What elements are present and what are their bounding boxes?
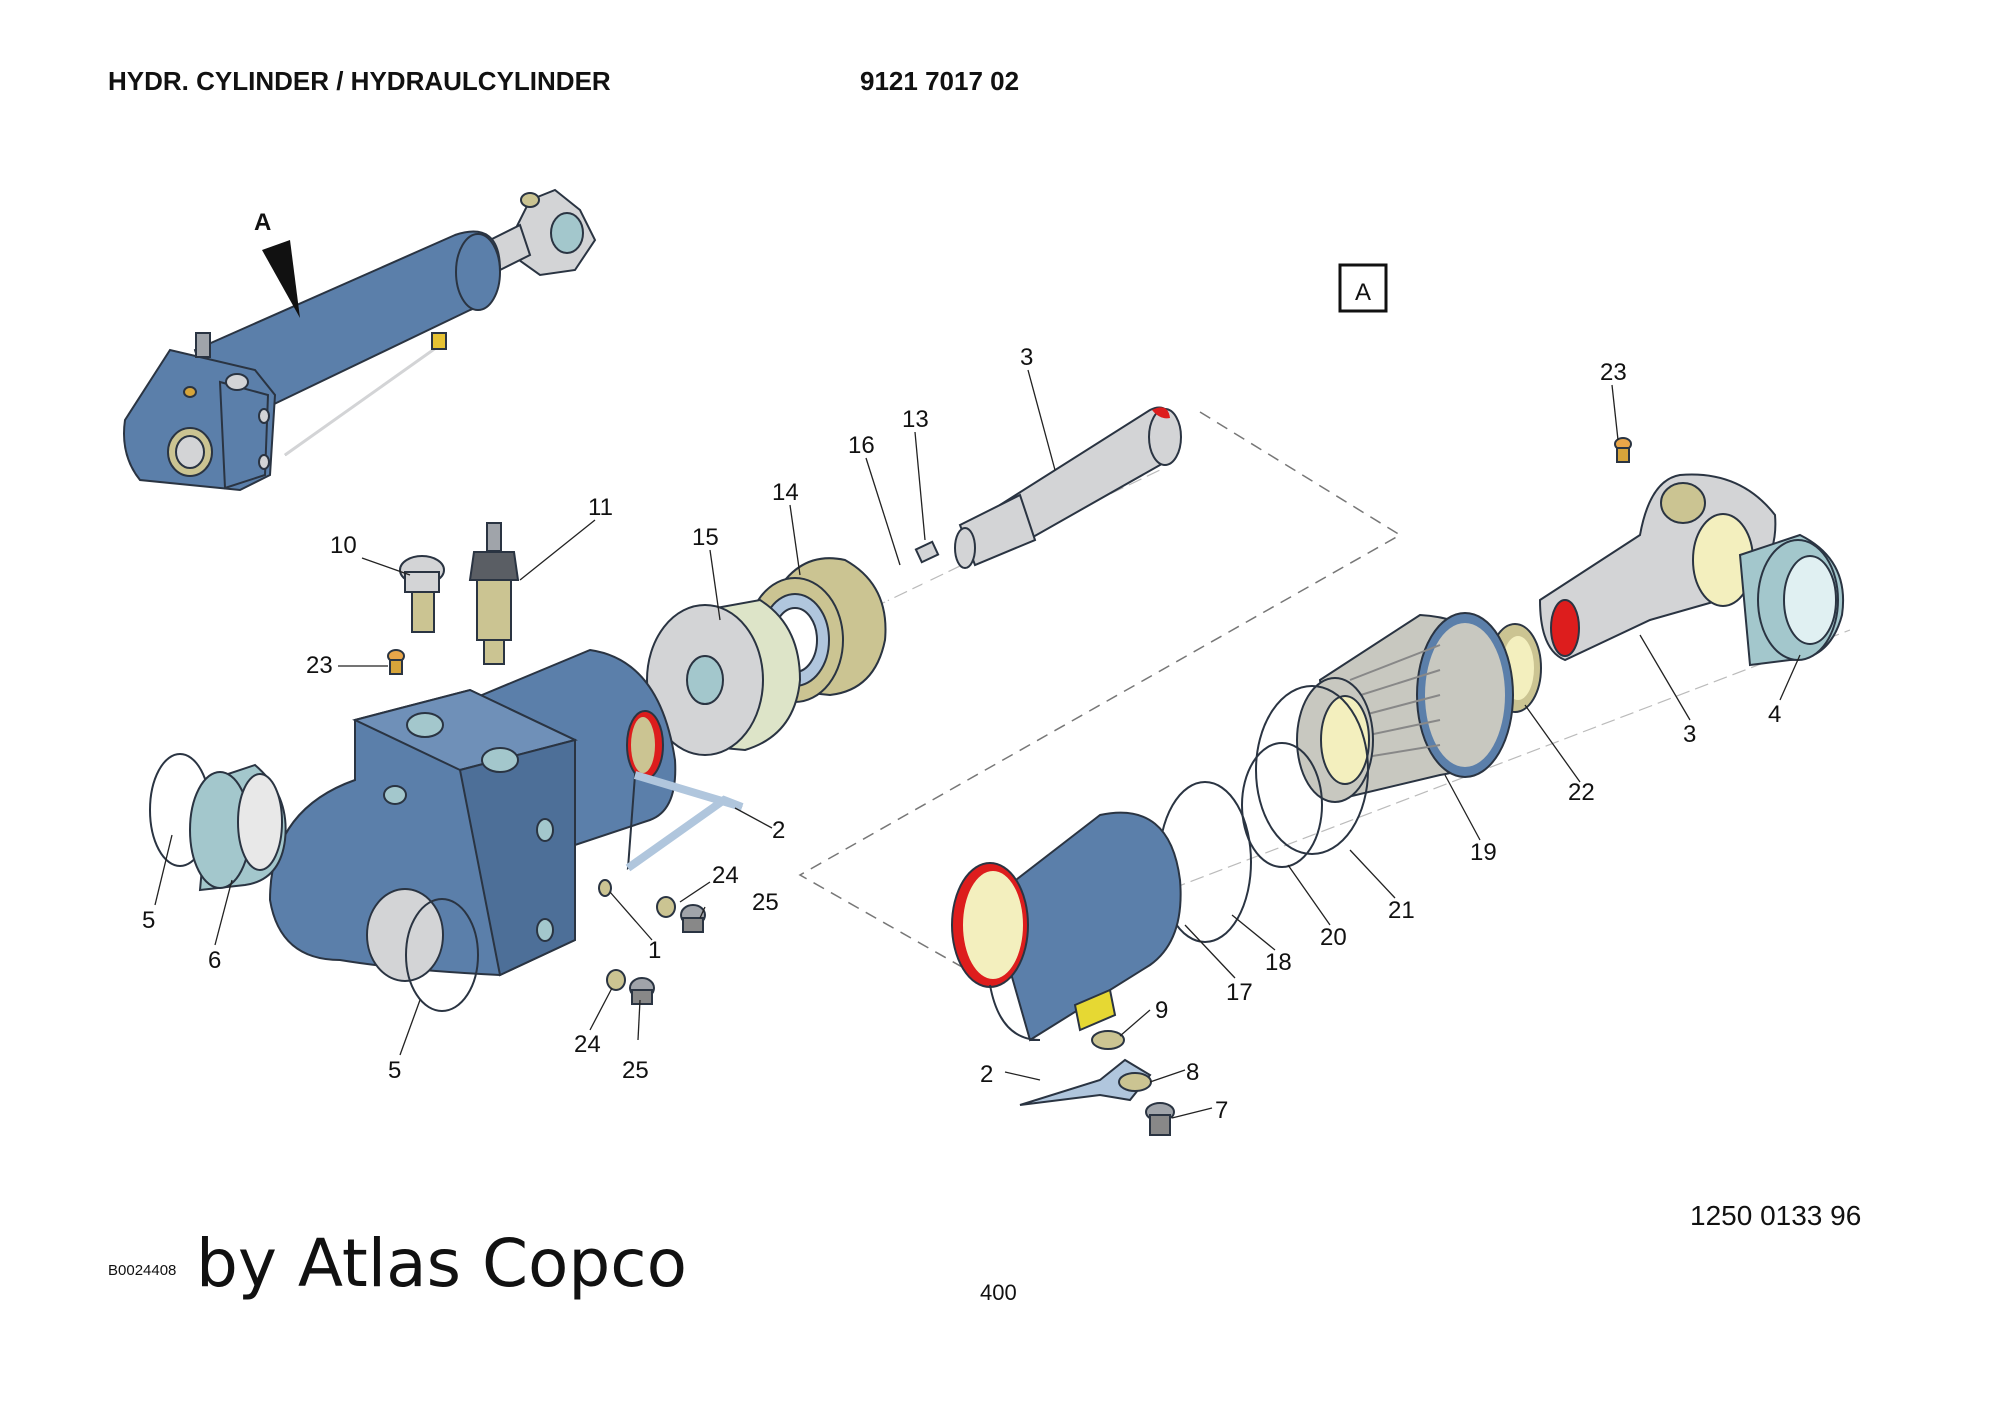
plug-25-lower [629, 977, 655, 1005]
valve-10 [399, 555, 445, 633]
piston-15 [646, 598, 802, 756]
callout-5-bottom: 5 [388, 1057, 401, 1084]
tube-2-lower [1019, 1058, 1152, 1106]
callout-21: 21 [1388, 897, 1415, 924]
ring-20 [1241, 742, 1323, 868]
callout-24-upper: 24 [712, 862, 739, 889]
document-number: 1250 0133 96 [1690, 1200, 1862, 1231]
callout-14: 14 [772, 479, 799, 506]
valve-11 [468, 522, 520, 665]
callout-25-lower: 25 [622, 1057, 649, 1084]
drawing-id: B0024408 [108, 1262, 177, 1279]
washer-24-lower [606, 969, 626, 991]
part-number: 9121 7017 02 [860, 66, 1020, 96]
page-number: 400 [980, 1280, 1017, 1305]
callout-7: 7 [1215, 1097, 1228, 1124]
assembly-guide-line [798, 411, 1402, 981]
washer-8 [1118, 1072, 1152, 1092]
washer-9 [1091, 1030, 1125, 1050]
credit-text: by Atlas Copco [196, 1225, 687, 1302]
callout-24-lower: 24 [574, 1031, 601, 1058]
rod-end-eye [1538, 473, 1777, 662]
grease-nipple-23-right [1614, 437, 1632, 463]
cylinder-base-block [268, 648, 677, 982]
set-screw-13 [914, 540, 940, 564]
callout-22: 22 [1568, 779, 1595, 806]
bearing-6 [189, 763, 287, 892]
callout-2-lower: 2 [980, 1061, 993, 1088]
o-ring-21 [1255, 685, 1369, 855]
detail-view-label: A [1355, 279, 1371, 306]
callout-13: 13 [902, 406, 929, 433]
callout-19: 19 [1470, 839, 1497, 866]
plug-25-upper [680, 904, 706, 933]
page-title: HYDR. CYLINDER / HYDRAULCYLINDER [108, 66, 611, 96]
callout-17: 17 [1226, 979, 1253, 1006]
cylinder-barrel-17 [951, 811, 1182, 1042]
callout-10: 10 [330, 532, 357, 559]
axis-line-lower [984, 629, 1851, 961]
bolt-7 [1145, 1102, 1175, 1136]
callout-16: 16 [848, 432, 875, 459]
callout-23-right: 23 [1600, 359, 1627, 386]
callout-9: 9 [1155, 997, 1168, 1024]
piston-rod [954, 406, 1182, 569]
circlip-5-bottom [405, 898, 479, 1012]
detail-view-box [1338, 263, 1388, 313]
o-ring-1 [598, 879, 612, 897]
callout-15: 15 [692, 524, 719, 551]
bearing-4 [1738, 533, 1844, 667]
view-arrow-label: A [254, 209, 271, 236]
callout-25-upper: 25 [752, 889, 779, 916]
callout-3-right: 3 [1683, 721, 1696, 748]
callout-5-left: 5 [142, 907, 155, 934]
callout-4: 4 [1768, 701, 1781, 728]
callout-1: 1 [648, 937, 661, 964]
callout-3-top: 3 [1020, 344, 1033, 371]
grease-nipple-23-left [387, 649, 405, 675]
callout-11: 11 [588, 494, 613, 521]
callout-8: 8 [1186, 1059, 1199, 1086]
callout-18: 18 [1265, 949, 1292, 976]
callout-20: 20 [1320, 924, 1347, 951]
overview-cylinder [123, 188, 597, 492]
leader-lines [154, 369, 1801, 1119]
callout-2-upper: 2 [772, 817, 785, 844]
callout-23-left: 23 [306, 652, 333, 679]
cylinder-head-19 [1296, 612, 1514, 803]
callout-6: 6 [208, 947, 221, 974]
washer-24-upper [656, 896, 676, 918]
